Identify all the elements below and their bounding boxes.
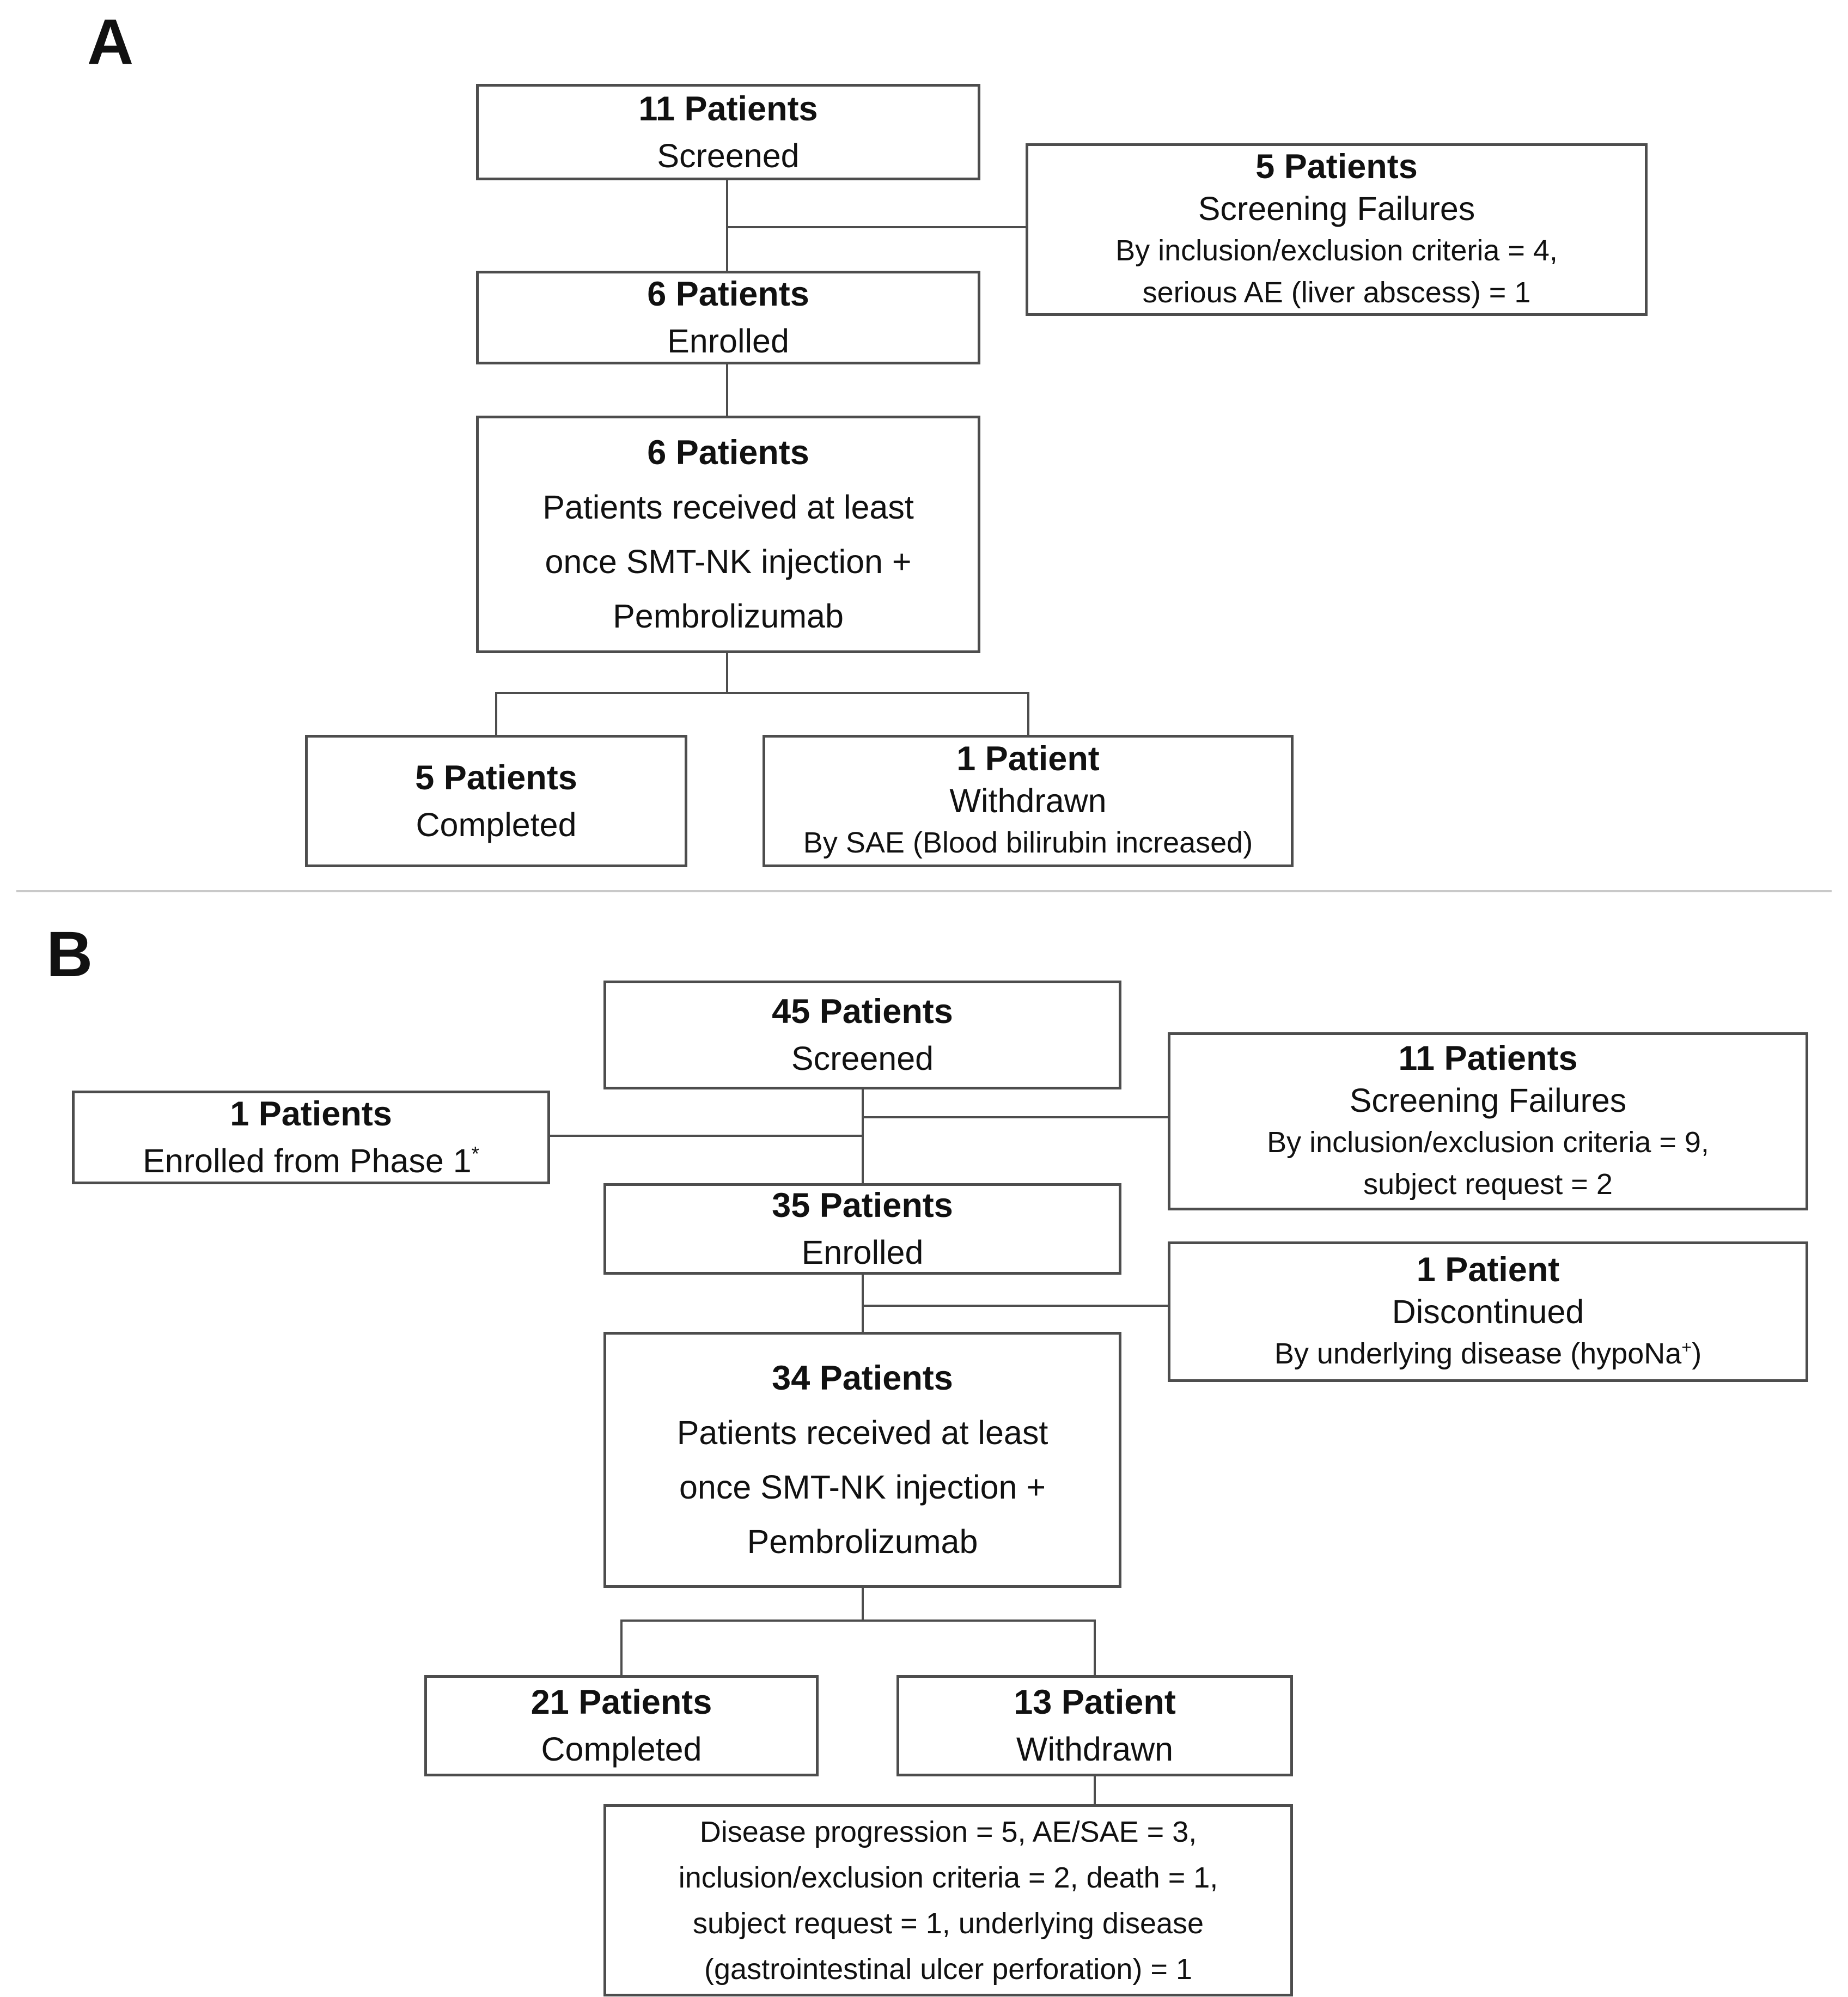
stage-label: Completed — [541, 1731, 702, 1768]
patient-count: 1 Patient — [956, 740, 1100, 778]
connector-b-to-discontinued — [863, 1305, 1168, 1307]
stage-label: Screened — [657, 137, 800, 174]
patient-count: 6 Patients — [647, 275, 809, 313]
connector-a-received-to-split — [726, 653, 728, 693]
box-b-screening-failures: 11 Patients Screening Failures By inclus… — [1168, 1032, 1808, 1210]
connector-b-withdrawn-to-reasons — [1094, 1776, 1096, 1804]
reason-line: subject request = 2 — [1363, 1167, 1613, 1201]
box-a-received-treatment: 6 Patients Patients received at least on… — [476, 416, 980, 653]
stage-label: Withdrawn — [949, 782, 1107, 819]
connector-b-split-to-completed — [620, 1619, 623, 1675]
reason-line: serious AE (liver abscess) = 1 — [1142, 276, 1531, 309]
patient-count: 1 Patient — [1416, 1250, 1560, 1289]
reason-line: By inclusion/exclusion criteria = 9, — [1267, 1125, 1709, 1159]
treatment-desc-line: Patients received at least — [542, 489, 914, 526]
superscript-plus: + — [1681, 1337, 1692, 1357]
stage-label: Withdrawn — [1016, 1731, 1174, 1768]
reason-line: By underlying disease (hypoNa+) — [1274, 1337, 1702, 1370]
patient-count: 1 Patients — [230, 1095, 392, 1133]
connector-b-received-to-split — [862, 1588, 864, 1622]
panel-b-label: B — [46, 918, 93, 990]
connector-b-screened-to-enrolled — [862, 1089, 864, 1183]
reason-line: By SAE (Blood bilirubin increased) — [803, 826, 1253, 859]
box-b-discontinued: 1 Patient Discontinued By underlying dis… — [1168, 1241, 1808, 1382]
box-b-screened: 45 Patients Screened — [603, 981, 1121, 1089]
treatment-desc-line: once SMT-NK injection + — [679, 1469, 1046, 1506]
patient-count: 21 Patients — [530, 1683, 712, 1721]
treatment-desc-line: Patients received at least — [676, 1414, 1048, 1451]
connector-b-phase1-to-main — [550, 1135, 863, 1137]
connector-b-split-bar — [620, 1619, 1096, 1622]
box-b-enrolled-from-phase1: 1 Patients Enrolled from Phase 1* — [72, 1091, 550, 1184]
box-a-enrolled: 6 Patients Enrolled — [476, 271, 980, 364]
reason-line: By inclusion/exclusion criteria = 4, — [1115, 234, 1558, 267]
connector-b-enrolled-to-received — [862, 1275, 864, 1332]
patient-count: 45 Patients — [772, 993, 953, 1031]
stage-label: Enrolled — [667, 322, 789, 360]
stage-label: Screened — [791, 1040, 934, 1077]
stage-label: Enrolled — [801, 1234, 924, 1271]
footnote-marker: * — [471, 1142, 479, 1165]
box-a-screening-failures: 5 Patients Screening Failures By inclusi… — [1026, 143, 1648, 316]
reason-line: (gastrointestinal ulcer perforation) = 1 — [704, 1952, 1192, 1986]
box-b-received-treatment: 34 Patients Patients received at least o… — [603, 1332, 1121, 1588]
stage-label: Discontinued — [1392, 1293, 1584, 1330]
patient-count: 11 Patients — [638, 89, 818, 128]
box-b-enrolled: 35 Patients Enrolled — [603, 1183, 1121, 1275]
patient-count: 35 Patients — [772, 1186, 953, 1225]
connector-b-to-screening-failures — [863, 1116, 1168, 1118]
patient-count: 34 Patients — [772, 1359, 953, 1397]
box-a-completed: 5 Patients Completed — [305, 735, 687, 867]
box-a-screened: 11 Patients Screened — [476, 84, 980, 180]
box-b-completed: 21 Patients Completed — [424, 1675, 819, 1776]
patient-count: 6 Patients — [647, 434, 809, 472]
panel-a-label: A — [87, 6, 134, 78]
patient-count: 11 Patients — [1398, 1039, 1578, 1077]
treatment-desc-line: Pembrolizumab — [747, 1523, 978, 1560]
treatment-desc-line: once SMT-NK injection + — [545, 543, 912, 580]
treatment-desc-line: Pembrolizumab — [613, 598, 844, 635]
connector-a-screened-to-enrolled — [726, 180, 728, 271]
connector-a-split-to-completed — [495, 692, 497, 735]
reason-line: inclusion/exclusion criteria = 2, death … — [678, 1861, 1218, 1894]
stage-label: Enrolled from Phase 1* — [143, 1142, 479, 1179]
connector-a-split-bar — [495, 692, 1029, 694]
panel-divider — [16, 890, 1832, 892]
box-a-withdrawn: 1 Patient Withdrawn By SAE (Blood biliru… — [763, 735, 1294, 867]
connector-a-enrolled-to-received — [726, 364, 728, 416]
box-b-withdrawal-reasons: Disease progression = 5, AE/SAE = 3, inc… — [603, 1804, 1293, 1996]
reason-line: subject request = 1, underlying disease — [692, 1907, 1204, 1940]
connector-b-split-to-withdrawn — [1094, 1619, 1096, 1675]
box-b-withdrawn: 13 Patient Withdrawn — [896, 1675, 1293, 1776]
reason-line: Disease progression = 5, AE/SAE = 3, — [699, 1815, 1197, 1848]
patient-count: 5 Patients — [415, 758, 577, 797]
connector-a-split-to-withdrawn — [1027, 692, 1029, 735]
patient-count: 13 Patient — [1014, 1683, 1176, 1721]
stage-label: Screening Failures — [1349, 1081, 1627, 1119]
connector-a-to-screening-failures — [727, 226, 1026, 228]
stage-label: Screening Failures — [1198, 190, 1475, 227]
patient-count: 5 Patients — [1255, 147, 1418, 186]
stage-label: Completed — [416, 806, 577, 843]
